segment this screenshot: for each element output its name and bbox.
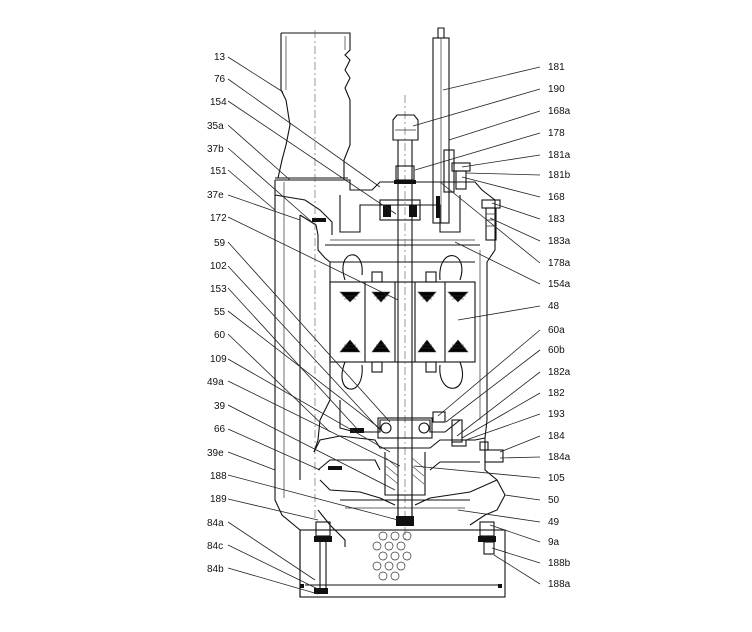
label-193: 193 — [548, 409, 565, 420]
label-184: 184 — [548, 431, 565, 442]
label-154: 154 — [210, 97, 227, 108]
label-154a: 154a — [548, 279, 571, 290]
pump-casing — [274, 177, 506, 597]
label-9a: 9a — [548, 537, 560, 548]
label-190: 190 — [548, 84, 565, 95]
label-153: 153 — [210, 284, 227, 295]
leader-lines-right — [412, 66, 541, 585]
label-35a: 35a — [207, 121, 224, 132]
label-60: 60 — [214, 330, 226, 341]
discharge-pipe — [277, 30, 351, 520]
label-48: 48 — [548, 301, 560, 312]
label-13: 13 — [214, 52, 226, 63]
label-84a: 84a — [207, 518, 224, 529]
labels-right: 181 190 168a 178 181a 181b 168 183 183a … — [548, 62, 571, 590]
label-188: 188 — [210, 471, 227, 482]
label-84b: 84b — [207, 564, 224, 575]
label-182: 182 — [548, 388, 565, 399]
leader-lines-left — [227, 56, 401, 595]
lower-bearing — [339, 400, 467, 447]
label-181: 181 — [548, 62, 565, 73]
label-49a: 49a — [207, 377, 224, 388]
label-178: 178 — [548, 128, 565, 139]
label-183a: 183a — [548, 236, 571, 247]
label-168a: 168a — [548, 106, 571, 117]
label-183: 183 — [548, 214, 565, 225]
label-49: 49 — [548, 517, 560, 528]
strainer-holes — [372, 531, 412, 581]
label-60a: 60a — [548, 325, 565, 336]
label-39: 39 — [214, 401, 226, 412]
top-bolts — [451, 162, 501, 241]
label-188b: 188b — [548, 558, 571, 569]
shaft — [392, 95, 419, 540]
label-188a: 188a — [548, 579, 571, 590]
label-59: 59 — [214, 238, 226, 249]
motor-stator — [329, 254, 476, 390]
label-84c: 84c — [207, 541, 223, 552]
label-178a: 178a — [548, 258, 571, 269]
label-172: 172 — [210, 213, 227, 224]
label-182a: 182a — [548, 367, 571, 378]
label-181b: 181b — [548, 170, 571, 181]
labels-left: 13 76 154 35a 37b 151 37e 172 59 102 153… — [207, 52, 227, 575]
label-50: 50 — [548, 495, 560, 506]
label-184a: 184a — [548, 452, 571, 463]
cable-tube — [432, 27, 455, 224]
label-189: 189 — [210, 494, 227, 505]
label-109: 109 — [210, 354, 227, 365]
label-151: 151 — [210, 166, 227, 177]
label-102: 102 — [210, 261, 227, 272]
label-55: 55 — [214, 307, 226, 318]
label-168: 168 — [548, 192, 565, 203]
volute-impeller — [313, 435, 506, 547]
label-181a: 181a — [548, 150, 571, 161]
label-39e: 39e — [207, 448, 224, 459]
label-37e: 37e — [207, 190, 224, 201]
strainer-base — [299, 521, 506, 598]
label-60b: 60b — [548, 345, 565, 356]
label-76: 76 — [214, 74, 226, 85]
label-37b: 37b — [207, 144, 224, 155]
label-105: 105 — [548, 473, 565, 484]
label-66: 66 — [214, 424, 226, 435]
